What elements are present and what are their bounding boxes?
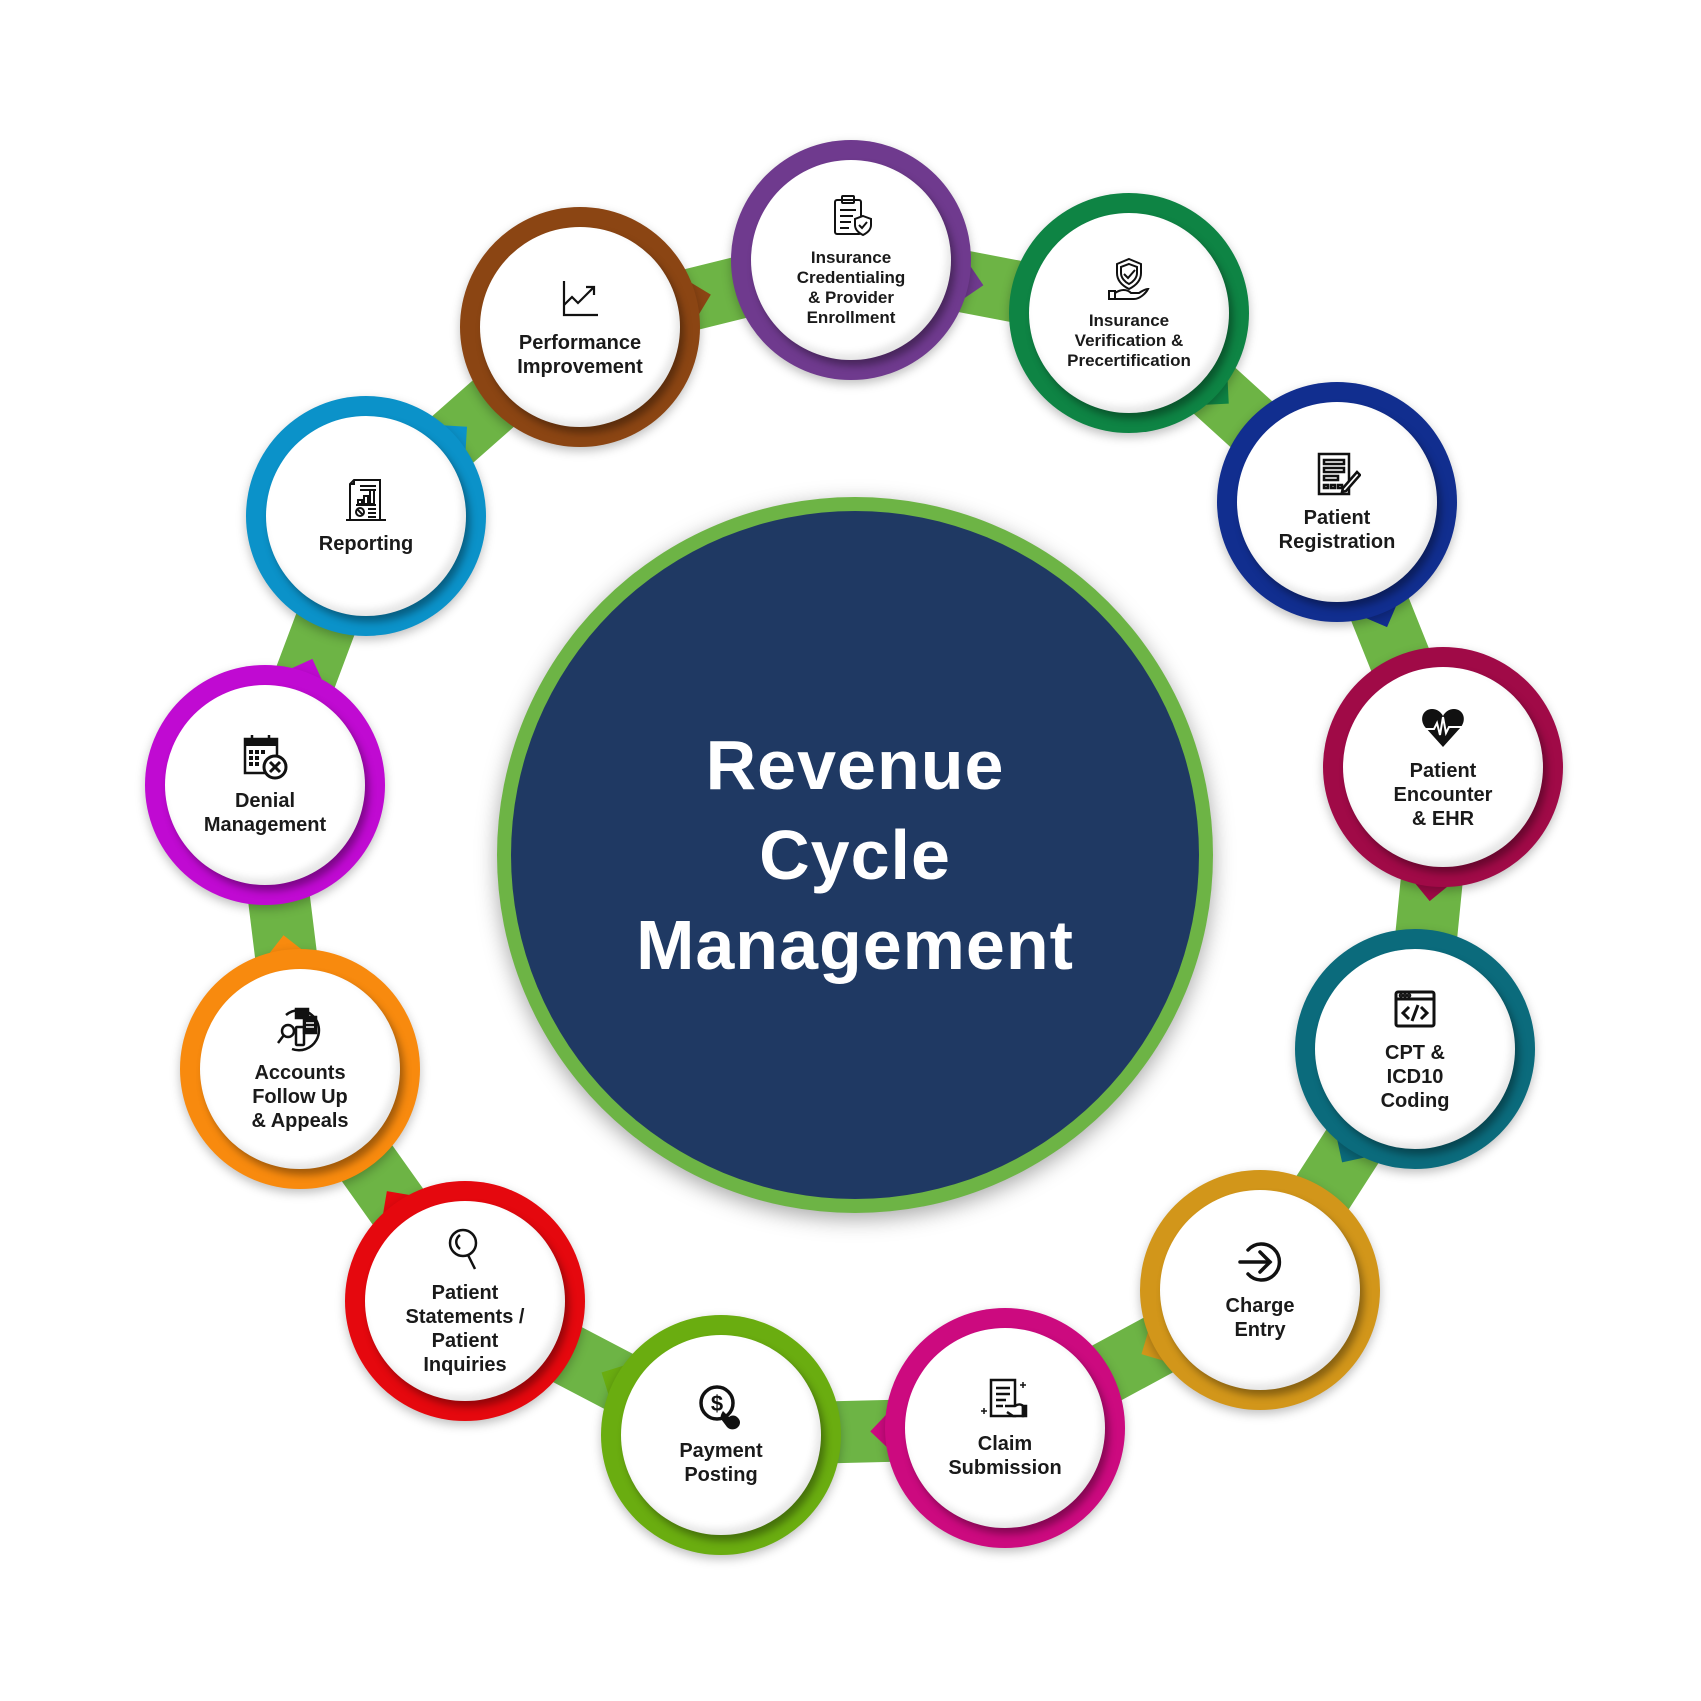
step-face: $ Payment Posting: [621, 1335, 821, 1535]
svg-text:$: $: [711, 1391, 723, 1416]
step-label: Patient Statements / Patient Inquiries: [405, 1282, 525, 1376]
cycle-step-1: Insurance Credentialing & Provider Enrol…: [731, 140, 984, 380]
cycle-step-4: Patient Encounter & EHR: [1323, 647, 1563, 902]
step-label: Patient Encounter & EHR: [1393, 760, 1493, 830]
center-title-line-3: Management: [636, 906, 1074, 984]
center-hub-inner: Revenue Cycle Management: [511, 511, 1199, 1199]
cycle-step-13: Performance Improvement: [460, 207, 711, 447]
magnifier-icon: [441, 1225, 489, 1273]
cycle-step-7: Claim Submission: [870, 1308, 1125, 1548]
step-label: Performance Improvement: [517, 332, 643, 378]
step-label: Insurance Credentialing & Provider Enrol…: [796, 248, 906, 327]
step-face: Insurance Verification & Precertificatio…: [1029, 213, 1229, 413]
step-label: Reporting: [318, 533, 414, 555]
step-face: Reporting: [266, 416, 466, 616]
step-face: Charge Entry: [1160, 1190, 1360, 1390]
step-face: Patient Statements / Patient Inquiries: [365, 1201, 565, 1401]
step-label: Patient Registration: [1278, 507, 1396, 553]
step-face: Denial Management: [165, 685, 365, 885]
step-label: Claim Submission: [948, 1433, 1062, 1479]
step-face: Patient Registration: [1237, 402, 1437, 602]
cycle-step-9: Patient Statements / Patient Inquiries: [345, 1181, 585, 1421]
heart-pulse-icon: [1419, 703, 1467, 751]
cycle-step-8: $ Payment Posting: [601, 1315, 841, 1555]
cycle-step-6: Charge Entry: [1140, 1170, 1380, 1410]
step-label: CPT & ICD10 Coding: [1380, 1042, 1450, 1112]
report-chart-icon: [342, 476, 390, 524]
step-face: Insurance Credentialing & Provider Enrol…: [751, 160, 951, 360]
step-face: Accounts Follow Up & Appeals: [200, 969, 400, 1169]
cycle-step-10: Accounts Follow Up & Appeals: [180, 935, 420, 1189]
step-label: Payment Posting: [679, 1440, 763, 1486]
shield-hand-icon: [1105, 255, 1153, 303]
cycle-step-12: Reporting: [246, 396, 486, 636]
step-face: Claim Submission: [905, 1328, 1105, 1528]
center-title-line-2: Cycle: [759, 816, 951, 894]
step-face: Patient Encounter & EHR: [1343, 667, 1543, 867]
step-face: Performance Improvement: [480, 227, 680, 427]
center-hub: Revenue Cycle Management: [497, 497, 1213, 1213]
form-pen-icon: [1313, 450, 1361, 498]
step-label: Charge Entry: [1225, 1295, 1295, 1341]
cycle-step-2: Insurance Verification & Precertificatio…: [1009, 193, 1249, 433]
clipboard-shield-icon: [827, 192, 875, 240]
dollar-tap-icon: $: [697, 1383, 745, 1431]
cycle-step-5: CPT & ICD10 Coding: [1295, 929, 1535, 1169]
arrow-circle-in-icon: [1236, 1238, 1284, 1286]
step-face: CPT & ICD10 Coding: [1315, 949, 1515, 1149]
document-hand-icon: [981, 1376, 1029, 1424]
trend-chart-icon: [556, 275, 604, 323]
cycle-step-11: Denial Management: [145, 658, 385, 905]
calendar-x-icon: [241, 733, 289, 781]
cycle-step-3: Patient Registration: [1217, 382, 1457, 628]
search-mail-device-icon: [276, 1005, 324, 1053]
step-label: Accounts Follow Up & Appeals: [251, 1062, 349, 1132]
code-window-icon: [1391, 985, 1439, 1033]
step-label: Insurance Verification & Precertificatio…: [1067, 311, 1191, 370]
center-title-line-1: Revenue: [705, 726, 1005, 804]
step-label: Denial Management: [203, 790, 327, 836]
